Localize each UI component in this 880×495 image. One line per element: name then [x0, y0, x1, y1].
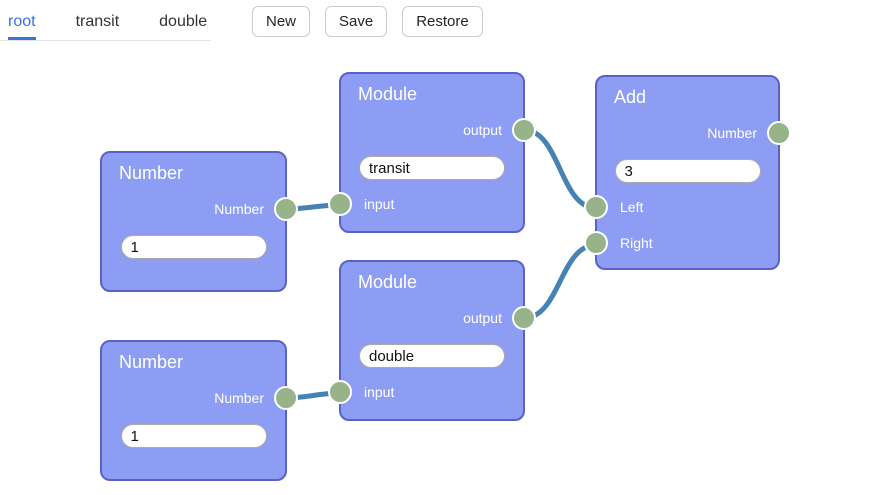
input-port-label: input — [364, 384, 395, 400]
input-port-row: input — [328, 192, 523, 216]
node-module-double[interactable]: Module output input — [328, 260, 536, 421]
node-title: Module — [358, 84, 418, 104]
node-number-top[interactable]: Number Number — [100, 151, 298, 292]
output-socket[interactable] — [274, 386, 298, 410]
save-button[interactable]: Save — [325, 6, 388, 37]
tab-bar: root transit double — [0, 0, 212, 41]
right-input-socket[interactable] — [584, 231, 608, 255]
input-port-row-right: Right — [584, 231, 778, 255]
input-socket[interactable] — [328, 192, 352, 216]
input-port-row-left: Left — [584, 195, 778, 219]
output-port-label: Number — [214, 201, 264, 217]
new-button[interactable]: New — [252, 6, 311, 37]
node-title: Number — [119, 163, 184, 183]
topbar: root transit double New Save Restore — [0, 0, 880, 41]
output-port-label: Number — [707, 125, 757, 141]
output-socket[interactable] — [512, 306, 536, 330]
restore-button[interactable]: Restore — [402, 6, 483, 37]
node-title: Add — [614, 87, 647, 107]
node-module-transit[interactable]: Module output input — [328, 72, 536, 233]
input-port-label: input — [364, 196, 395, 212]
input-port-label: Right — [620, 235, 653, 251]
left-input-socket[interactable] — [584, 195, 608, 219]
toolbar-actions: New Save Restore — [252, 6, 483, 37]
node-title: Number — [119, 352, 184, 372]
module-name-input[interactable] — [359, 344, 505, 368]
node-add[interactable]: Add Number Left Right — [584, 75, 791, 270]
number-value-input[interactable] — [120, 424, 267, 448]
output-port-row: Number — [102, 197, 298, 221]
input-port-row: input — [328, 380, 523, 404]
number-value-input[interactable] — [120, 235, 267, 259]
output-port-row: Number — [102, 386, 298, 410]
connection-module-transit-to-add-left — [521, 127, 599, 211]
input-port-label: Left — [620, 199, 644, 215]
output-socket[interactable] — [274, 197, 298, 221]
tab-root[interactable]: root — [8, 0, 36, 40]
node-number-bottom[interactable]: Number Number — [100, 340, 298, 481]
input-socket[interactable] — [328, 380, 352, 404]
node-title: Module — [358, 272, 418, 292]
add-value-input[interactable] — [614, 159, 761, 183]
tab-double[interactable]: double — [159, 13, 208, 30]
output-port-label: output — [463, 310, 502, 326]
tab-transit[interactable]: transit — [75, 13, 120, 30]
output-socket[interactable] — [512, 118, 536, 142]
output-port-row: Number — [597, 121, 791, 145]
output-socket[interactable] — [767, 121, 791, 145]
output-port-label: Number — [214, 390, 264, 406]
output-port-row: output — [341, 306, 536, 330]
connection-module-double-to-add-right — [521, 242, 599, 321]
output-port-row: output — [341, 118, 536, 142]
module-name-input[interactable] — [359, 156, 505, 180]
output-port-label: output — [463, 122, 502, 138]
